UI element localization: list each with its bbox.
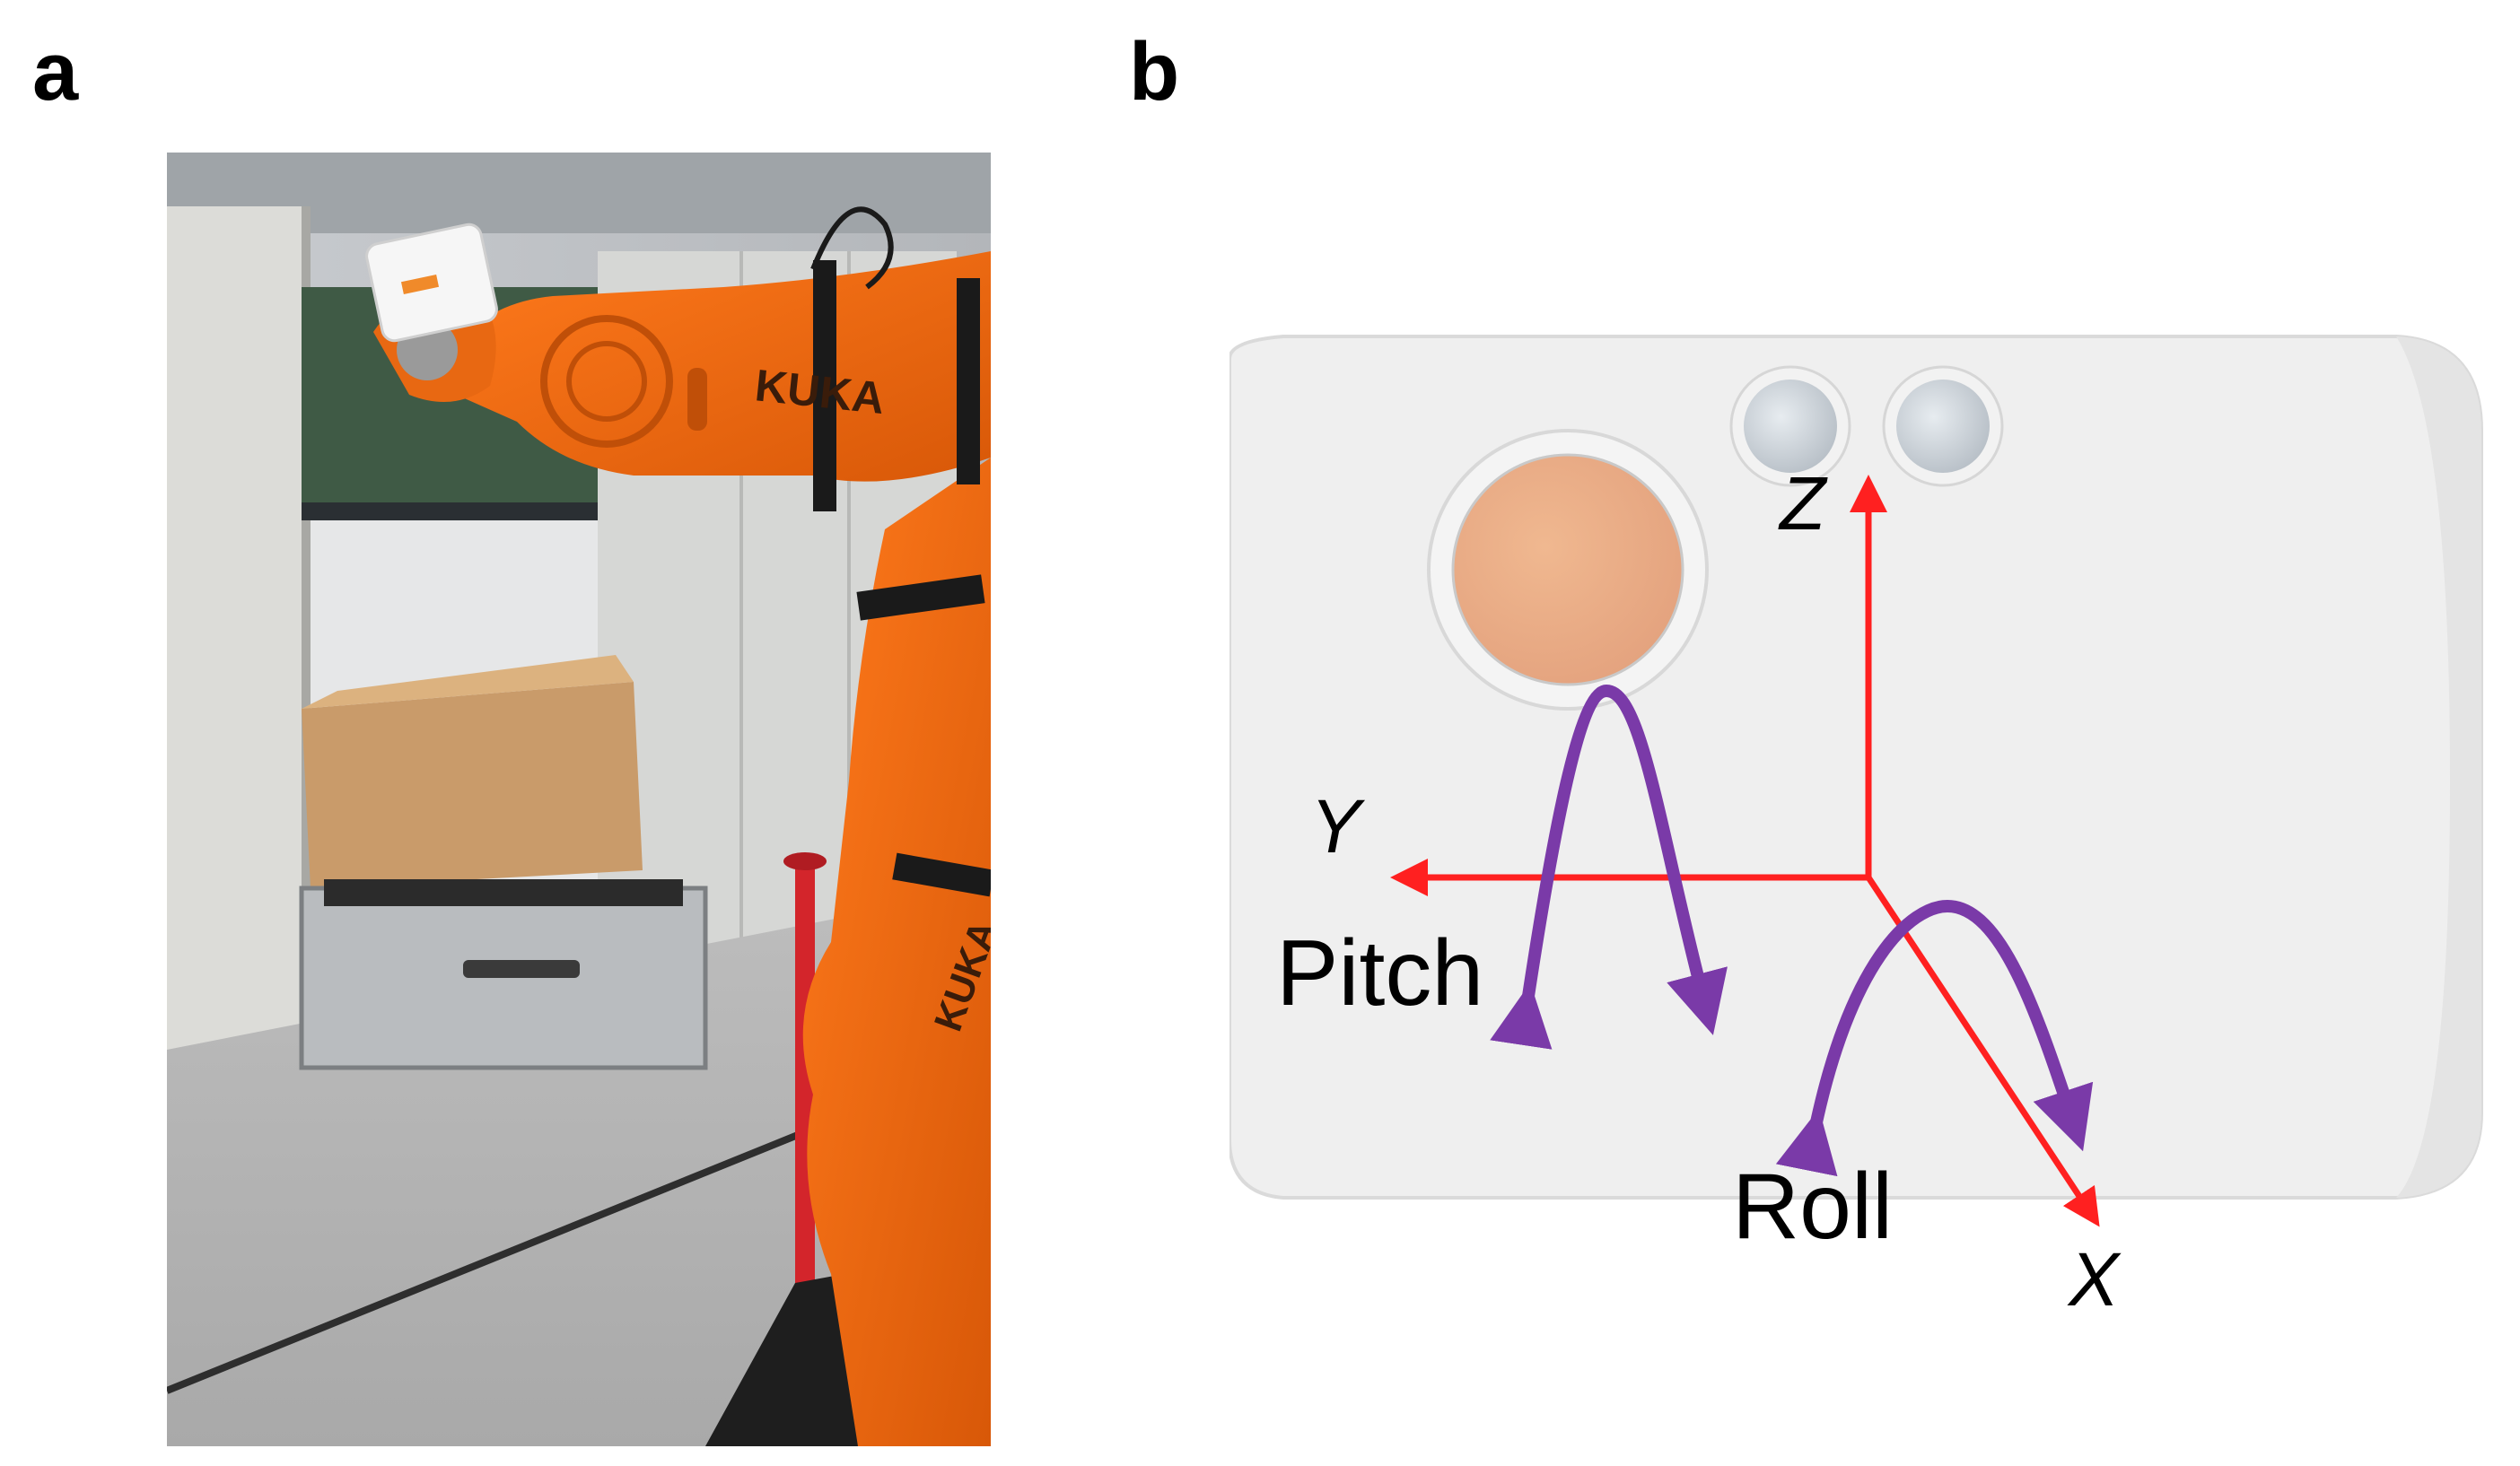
device-body [1229,335,2483,1200]
cardboard-box [302,682,643,888]
y-axis-label: Y [1310,784,1366,868]
x-axis-label: X [2067,1237,2122,1322]
strap-3 [856,574,985,621]
robot-upper-arm [436,251,991,482]
robot-arm-photo: KUKA KUKA [167,153,991,1446]
device-diagram: Z Y X Pitch Roll [1229,335,2483,1322]
strap-1 [813,260,836,511]
roll-label: Roll [1732,1155,1893,1259]
left-cabinet [167,206,302,1104]
pitch-rotation-arrow [1490,684,1728,1050]
roll-rotation-arrow [1775,899,2094,1177]
robot-body [802,458,991,1446]
sensor-pad [1451,453,1684,686]
floor-line [167,1118,833,1394]
pitch-label: Pitch [1276,921,1483,1025]
strap-4 [892,852,991,897]
panel-label-a: a [32,26,79,118]
panel-label-b: b [1129,26,1180,118]
z-axis-label: Z [1778,461,1828,545]
strap-2 [957,278,980,484]
led-right [1896,380,1990,473]
led-left [1744,380,1837,473]
